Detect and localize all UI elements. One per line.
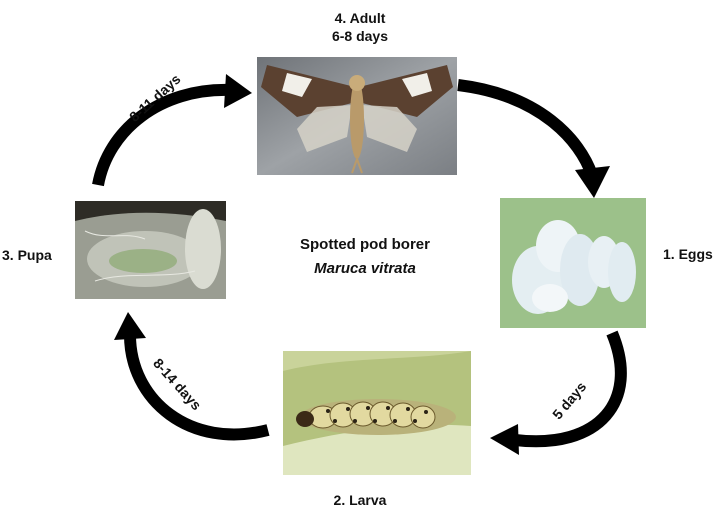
adult-label: 4. Adult: [305, 10, 415, 27]
eggs-label: 1. Eggs: [663, 246, 721, 263]
arrow-pupa-to-adult: [98, 74, 252, 185]
larva-label: 2. Larva: [305, 492, 415, 509]
larva-photo: [283, 351, 471, 475]
pupa-label: 3. Pupa: [2, 247, 72, 264]
arrow-larva-to-pupa: [114, 312, 268, 434]
pupa-photo: [75, 201, 226, 299]
adult-moth-photo: [257, 57, 457, 175]
eggs-photo: [500, 198, 646, 328]
species-name: Maruca vitrata: [270, 260, 460, 277]
diagram-title: Spotted pod borer: [270, 236, 460, 253]
adult-duration: 6-8 days: [305, 28, 415, 45]
arrow-adult-to-eggs: [458, 85, 610, 198]
arrow-eggs-to-larva: [490, 333, 621, 455]
